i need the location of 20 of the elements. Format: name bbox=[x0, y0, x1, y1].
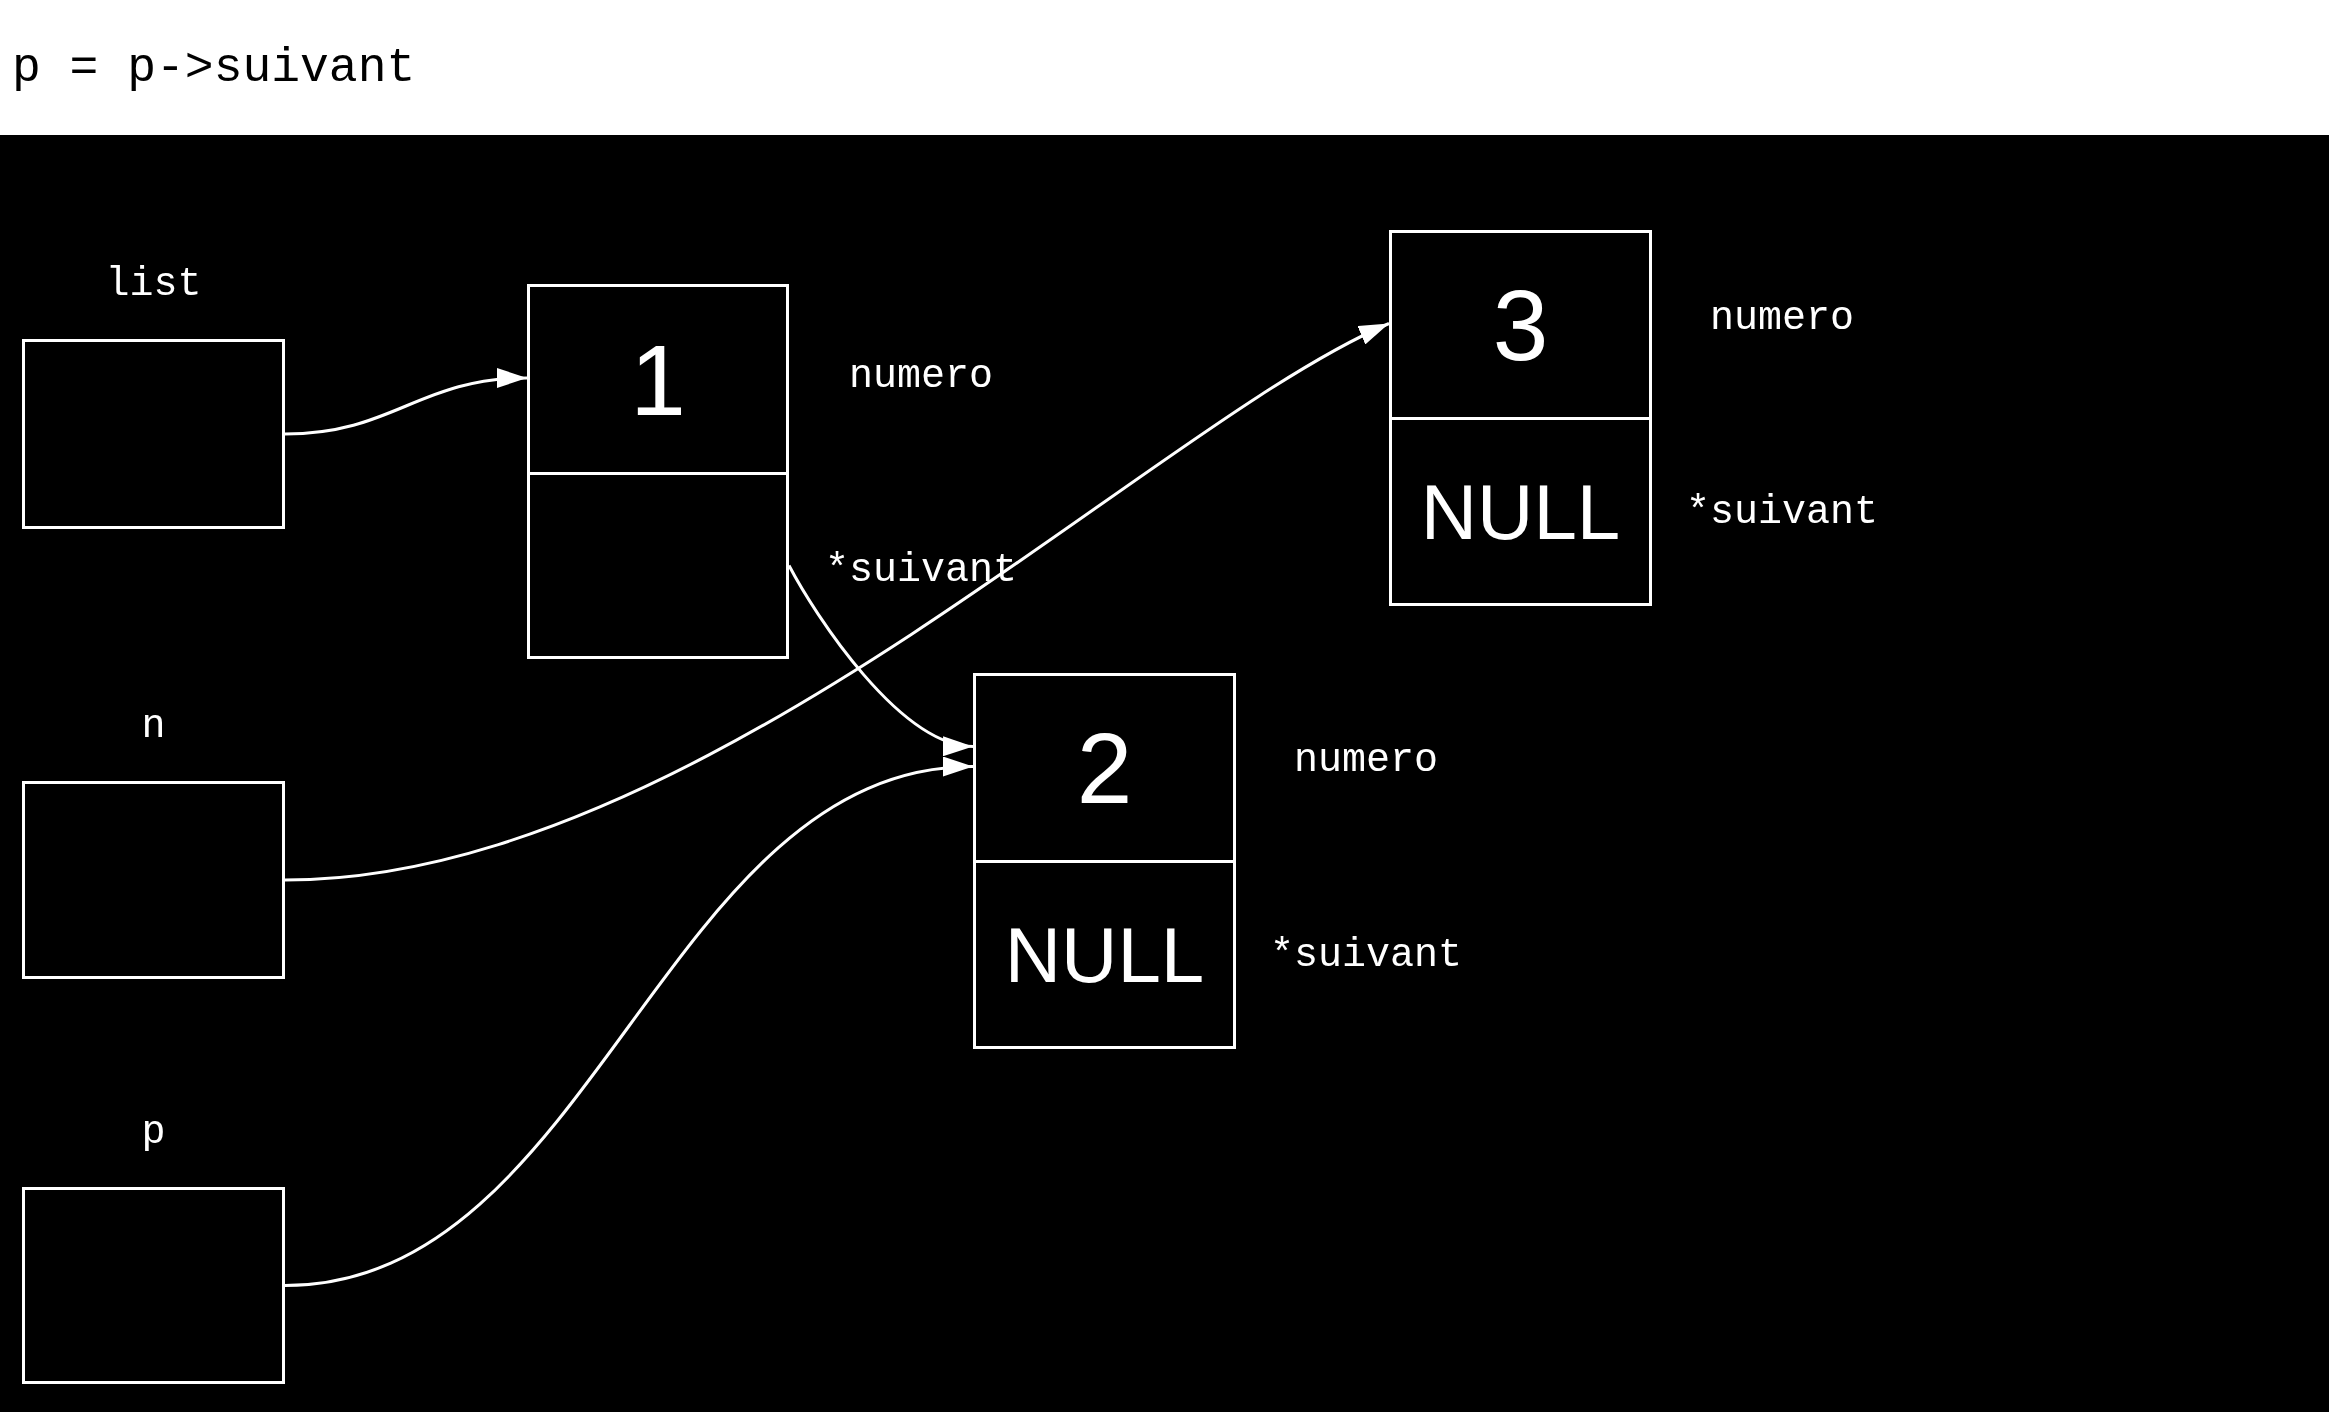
pointer-arrow bbox=[284, 322, 1390, 882]
field-value: 3 bbox=[1492, 275, 1549, 375]
field-name: *suivant bbox=[1686, 489, 1878, 535]
field-value: 2 bbox=[1076, 718, 1133, 818]
field-name: *suivant bbox=[1270, 932, 1462, 978]
field-value: 1 bbox=[630, 329, 686, 430]
field-name: numero bbox=[849, 353, 993, 399]
variable-name: list bbox=[105, 261, 202, 309]
struct-box bbox=[973, 673, 1236, 1049]
pointer-arrow bbox=[284, 369, 528, 436]
pointer-arrow bbox=[284, 760, 974, 1287]
struct-box bbox=[527, 284, 789, 659]
field-value: NULL bbox=[1004, 915, 1205, 994]
struct-box bbox=[1389, 230, 1652, 606]
field-value: NULL bbox=[1420, 472, 1621, 551]
variable-name: p bbox=[141, 1109, 166, 1157]
field-name: numero bbox=[1710, 295, 1854, 341]
code-title: p = p->suivant bbox=[12, 40, 416, 95]
variable-name: n bbox=[141, 703, 166, 751]
field-name: numero bbox=[1294, 737, 1438, 783]
